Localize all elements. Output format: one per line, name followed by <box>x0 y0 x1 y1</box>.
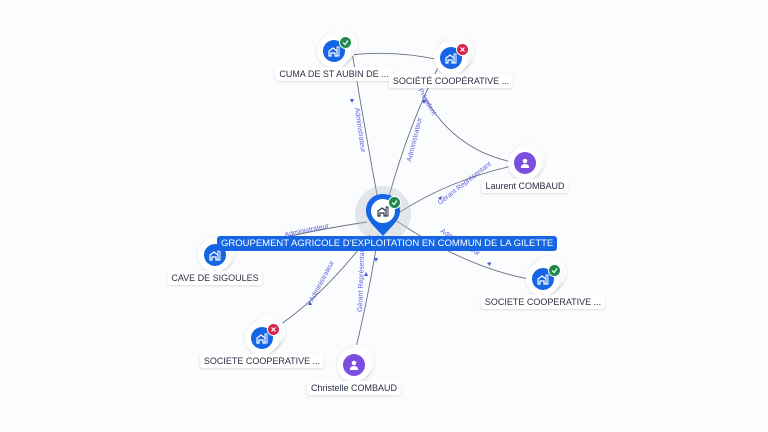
cross-icon <box>267 323 280 336</box>
arrow-icon <box>350 99 354 103</box>
central-node-label[interactable]: GROUPEMENT AGRICOLE D'EXPLOITATION EN CO… <box>217 236 558 251</box>
arrow-icon <box>308 301 312 305</box>
check-icon <box>388 196 401 209</box>
node-label: SOCIETE COOPERATIVE ... <box>480 295 606 309</box>
arrow-icon <box>487 262 491 266</box>
check-icon <box>548 264 561 277</box>
edge-label-sc1: Administrateur <box>406 100 426 162</box>
svg-text:Gérant Représentant: Gérant Représentant <box>357 246 366 312</box>
person-icon <box>514 152 536 174</box>
node-label: CUMA DE ST AUBIN DE ... <box>275 67 393 81</box>
edge-label-christelle-gerant: Gérant Représentant <box>357 246 378 312</box>
edge-laurent-central[interactable] <box>399 165 513 213</box>
node-label: SOCIETE COOPERATIVE ... <box>199 354 325 368</box>
node-label: Christelle COMBAUD <box>306 381 402 395</box>
edge-cuma-sc1 <box>349 52 441 61</box>
node-label: CAVE DE SIGOULES <box>167 271 263 285</box>
svg-text:Administrateur: Administrateur <box>309 259 337 303</box>
central-node[interactable] <box>355 186 411 242</box>
svg-text:Administrateur: Administrateur <box>406 116 424 162</box>
person-icon <box>343 354 365 376</box>
edge-label-sc3: Administrateur <box>308 259 336 305</box>
edge-laurent-sc1[interactable] <box>424 97 513 163</box>
node-label: Laurent COMBAUD <box>481 179 569 193</box>
arrow-icon <box>374 258 378 262</box>
arrow-icon <box>438 196 442 200</box>
check-icon <box>339 36 352 49</box>
edge-label-cuma: Administrateur <box>350 99 366 154</box>
arrow-icon <box>422 100 426 104</box>
cross-icon <box>456 43 469 56</box>
node-label: SOCIÉTÉ COOPÉRATIVE ... <box>388 74 514 88</box>
svg-text:Administrateur: Administrateur <box>353 107 366 153</box>
arrow-icon <box>364 272 368 276</box>
edge-label-president: Président <box>413 84 437 117</box>
edge-central-sc2[interactable] <box>394 219 536 281</box>
